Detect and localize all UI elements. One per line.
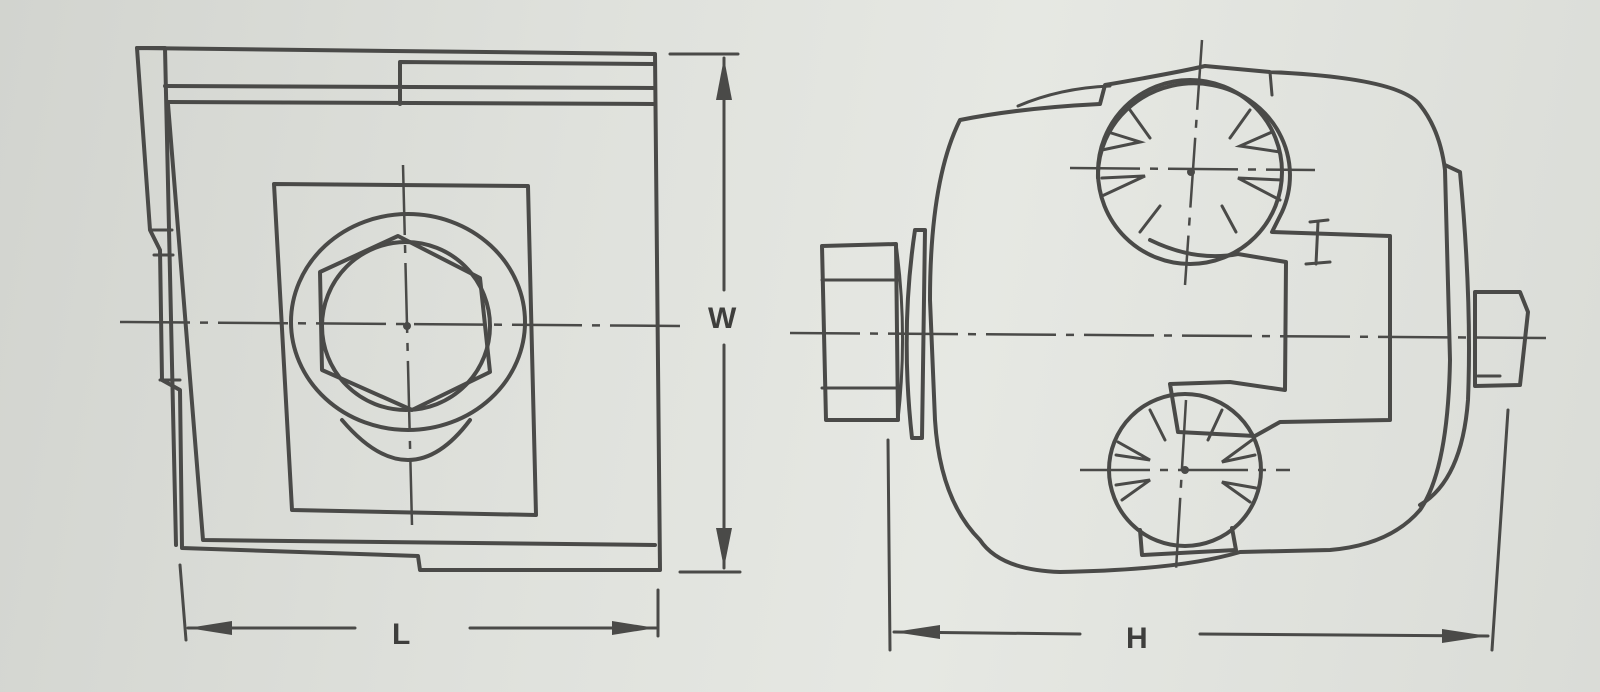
top-view: W L — [119, 46, 742, 651]
clamp-body-outline — [135, 46, 662, 572]
side-washer — [904, 228, 927, 440]
vertical-centerline — [401, 164, 414, 526]
hex-nut-side — [820, 242, 900, 422]
height-dimension: H — [886, 408, 1510, 655]
side-flange — [1418, 163, 1471, 507]
pressure-plate — [272, 182, 538, 517]
side-view: H — [789, 39, 1551, 655]
clamp-top-rail — [163, 60, 657, 106]
width-dimension: W — [668, 52, 742, 574]
length-dimension: L — [178, 563, 660, 651]
bolt-stub — [1473, 290, 1530, 388]
nut-flange — [340, 418, 472, 462]
gap-marker — [1304, 218, 1332, 266]
bolt-head — [320, 240, 492, 412]
height-label: H — [1126, 622, 1148, 655]
horizontal-centerline — [119, 320, 681, 328]
washer — [289, 212, 527, 432]
clamp-body-side — [928, 64, 1452, 574]
width-label: W — [708, 302, 737, 335]
side-centerline — [789, 331, 1551, 340]
upper-teeth — [1100, 108, 1284, 234]
upper-conductor — [1096, 78, 1284, 266]
upper-groove — [1095, 81, 1392, 438]
clamp-inner-frame — [166, 102, 657, 547]
lower-teeth — [1114, 408, 1258, 504]
length-label: L — [392, 618, 410, 651]
